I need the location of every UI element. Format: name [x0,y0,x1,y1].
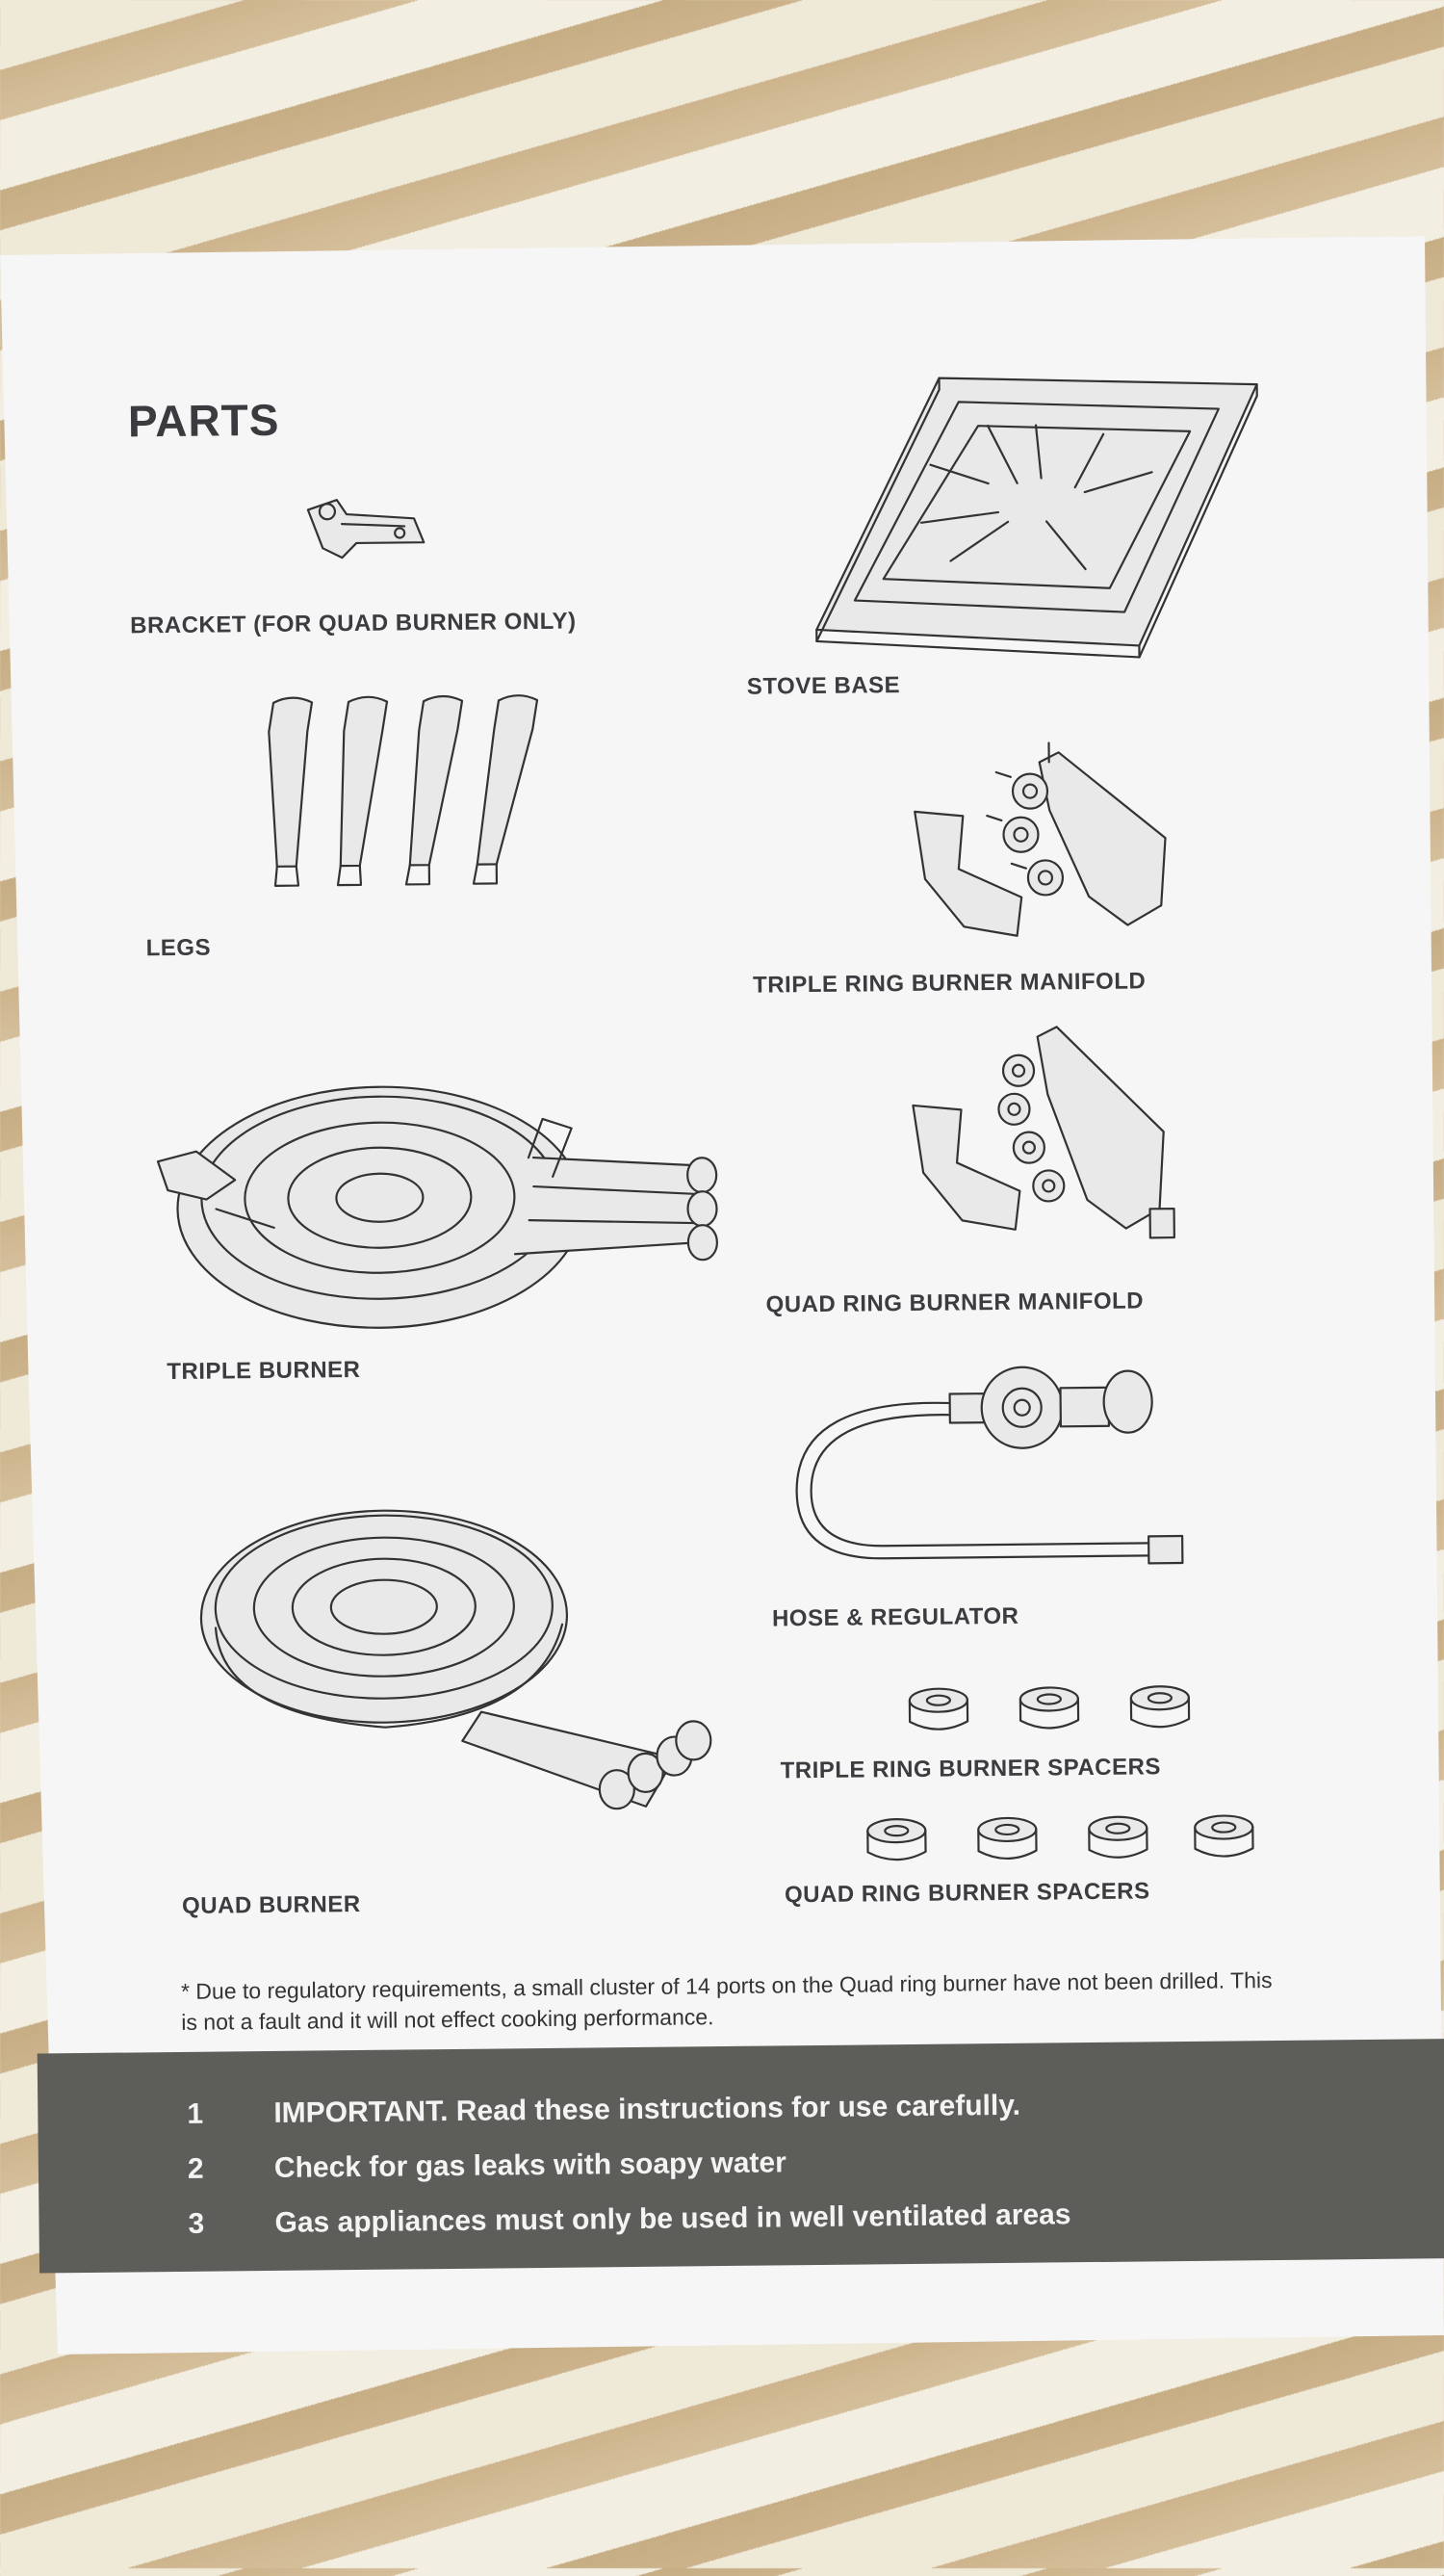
warning-band: 1 IMPORTANT. Read these instructions for … [37,2039,1444,2274]
legs-illustration [268,694,539,887]
warning-text: Check for gas leaks with soapy water [273,2147,786,2184]
triple-burner-label: TRIPLE BURNER [167,1356,361,1386]
quad-burner-illustration [199,1509,712,1810]
legs-label: LEGS [145,934,212,962]
quad-manifold-illustration [912,1026,1175,1239]
warning-number: 2 [187,2152,204,2185]
warning-item: 2 Check for gas leaks with soapy water [188,2147,786,2186]
bracket-label: BRACKET (FOR QUAD BURNER ONLY) [130,608,577,639]
quad-burner-label: QUAD BURNER [181,1890,361,1919]
warning-number: 3 [188,2207,205,2240]
warning-text: Gas appliances must only be used in well… [274,2199,1071,2239]
warning-item: 3 Gas appliances must only be used in wel… [188,2199,1070,2241]
quad-spacers-label: QUAD RING BURNER SPACERS [784,1878,1150,1909]
triple-manifold-illustration [914,742,1167,937]
stove-base-label: STOVE BASE [746,672,901,700]
warning-item: 1 IMPORTANT. Read these instructions for … [187,2090,1020,2131]
warning-text: IMPORTANT. Read these instructions for u… [273,2089,1021,2129]
triple-burner-illustration [156,1085,718,1329]
triple-spacers-label: TRIPLE RING BURNER SPACERS [780,1754,1162,1784]
footnote: * Due to regulatory requirements, a smal… [180,1967,1273,2035]
triple-spacers-illustration [908,1685,1191,1730]
warning-number: 1 [187,2097,204,2130]
quad-manifold-label: QUAD RING BURNER MANIFOLD [765,1288,1145,1318]
stove-base-illustration [815,377,1258,659]
quad-spacers-illustration [866,1814,1254,1861]
triple-manifold-label: TRIPLE RING BURNER MANIFOLD [752,968,1147,999]
bracket-illustration [306,499,425,559]
hose-regulator-illustration [795,1366,1184,1565]
hose-regulator-label: HOSE & REGULATOR [771,1602,1019,1632]
page-title: PARTS [127,394,280,447]
